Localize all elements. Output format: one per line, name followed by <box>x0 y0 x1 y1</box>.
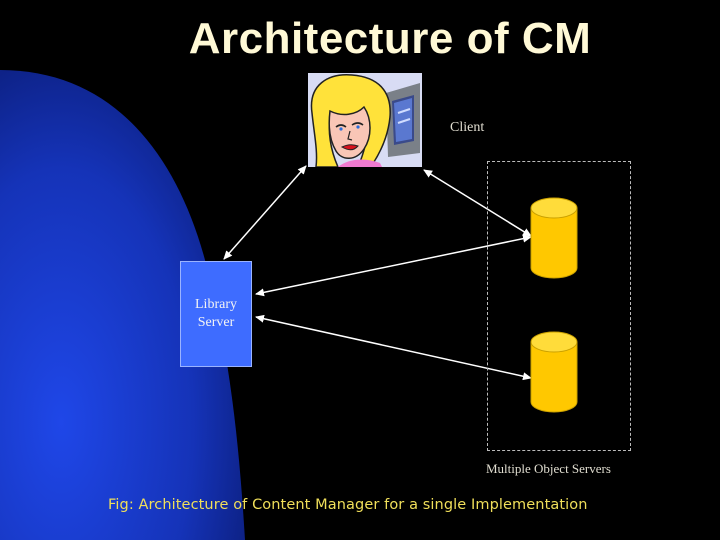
arrow-client-library-server <box>223 165 307 260</box>
client-label: Client <box>450 120 485 135</box>
library-server-node: Library Server <box>180 261 252 367</box>
slide-title: Architecture of CM <box>188 14 592 63</box>
arrow-library-server-object-server-2 <box>255 314 532 381</box>
object-servers-label: Multiple Object Servers <box>486 461 611 476</box>
library-server-label-line2: Server <box>197 315 235 330</box>
library-server-label-line1: Library <box>195 297 237 312</box>
figure-caption: Fig: Architecture of Content Manager for… <box>108 497 588 513</box>
database-cylinder-icon <box>530 331 578 413</box>
arrow-library-server-object-server-1 <box>255 234 532 297</box>
library-server-label: Library Server <box>195 296 237 332</box>
woman-at-computer-icon <box>308 73 422 167</box>
object-servers-group <box>487 161 631 451</box>
database-cylinder-icon <box>530 197 578 279</box>
arrow-client-object-server-1 <box>423 169 532 237</box>
